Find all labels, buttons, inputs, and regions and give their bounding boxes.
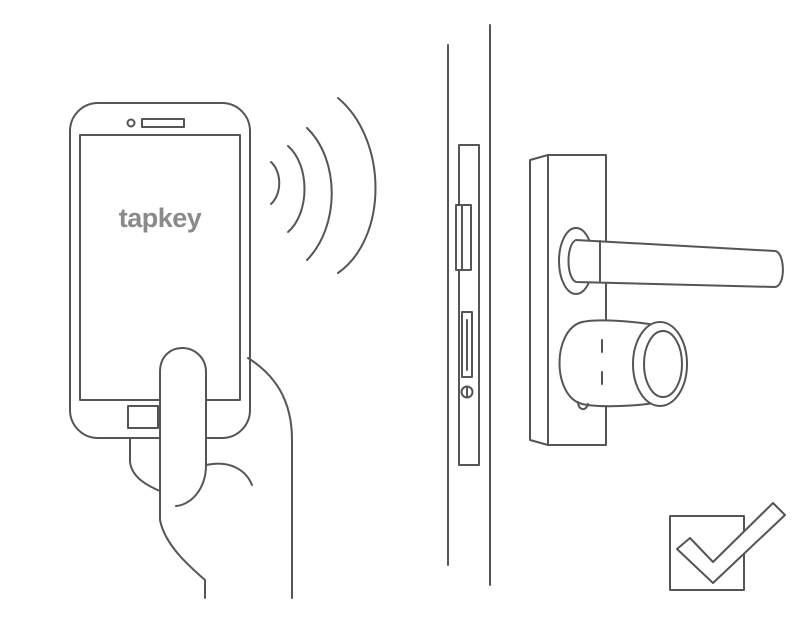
door-handle-assembly <box>529 154 784 446</box>
signal-wave-3 <box>306 127 333 261</box>
door-edge <box>447 24 491 586</box>
hand-fingers-left <box>129 437 163 493</box>
phone-speaker <box>141 118 185 128</box>
app-logo-text: tapkey <box>119 203 202 233</box>
smartphone: tapkey <box>69 102 251 439</box>
signal-wave-2 <box>287 145 306 233</box>
checkmark-icon <box>669 502 786 591</box>
wireless-signal-icon <box>270 97 377 274</box>
handle-plate-side <box>529 154 549 446</box>
hand-palm <box>159 489 206 599</box>
lock-faceplate <box>458 144 480 466</box>
signal-wave-1 <box>270 161 281 205</box>
phone-home-button <box>127 405 159 429</box>
lock-cylinder-inner-ring <box>643 330 683 398</box>
lock-cylinder-face <box>632 321 688 407</box>
phone-camera-icon <box>126 118 136 128</box>
door-lever <box>567 239 784 288</box>
checkmark-tick <box>676 502 786 584</box>
hand-knuckle <box>205 462 253 486</box>
thumb <box>159 347 207 521</box>
lock-dead-bolt <box>461 311 473 378</box>
lock-cylinder-body <box>558 319 661 408</box>
signal-wave-4 <box>337 97 377 274</box>
cylinder-cam <box>577 401 589 410</box>
hand-back <box>247 357 293 599</box>
lock-latch-bolt <box>455 204 472 271</box>
hand <box>127 347 293 599</box>
